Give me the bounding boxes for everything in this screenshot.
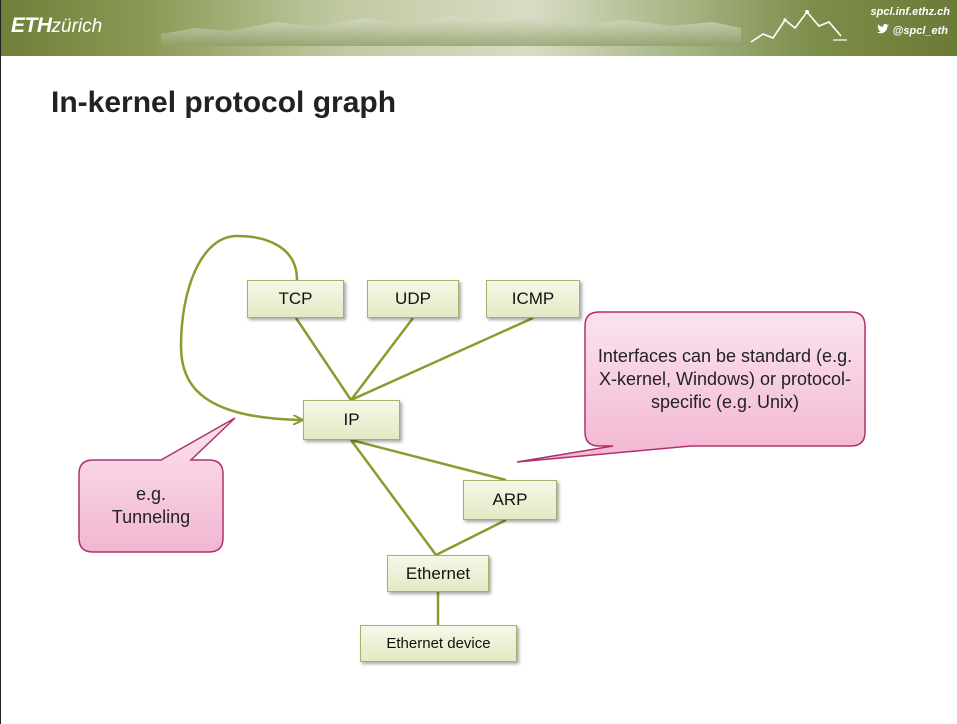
interfaces-callout-text: Interfaces can be standard (e.g. X-kerne… bbox=[597, 345, 853, 412]
tunneling-callout bbox=[78, 417, 236, 553]
twitter-handle: @spcl_eth bbox=[892, 25, 948, 37]
header-banner: ETHzürich spcl.inf.ethz.ch @spcl_eth bbox=[1, 0, 957, 56]
site-url[interactable]: spcl.inf.ethz.ch bbox=[870, 6, 950, 18]
logo-bold: ETH bbox=[11, 14, 52, 37]
tunneling-callout-text: e.g. Tunneling bbox=[111, 484, 191, 527]
node-tcp: TCP bbox=[247, 280, 344, 318]
twitter-bird-icon bbox=[876, 24, 889, 34]
node-arp: ARP bbox=[463, 480, 557, 520]
logo-rest: zürich bbox=[51, 16, 103, 37]
interfaces-callout bbox=[516, 311, 866, 463]
edge-udp-ip bbox=[350, 317, 414, 401]
node-ethernet-device: Ethernet device bbox=[360, 625, 517, 662]
graph-edges bbox=[179, 234, 534, 625]
node-ip: IP bbox=[303, 400, 400, 440]
twitter-handle-row[interactable]: @spcl_eth bbox=[876, 24, 948, 37]
eth-zurich-logo: ETHzürich bbox=[11, 14, 102, 38]
node-ethernet: Ethernet bbox=[387, 555, 489, 592]
spcl-logo-icon bbox=[750, 10, 847, 43]
edge-ip-arp bbox=[350, 438, 507, 482]
node-icmp: ICMP bbox=[486, 280, 580, 318]
page-title: In-kernel protocol graph bbox=[51, 86, 397, 119]
edge-tcp-ip bbox=[294, 317, 353, 401]
edge-icmp-ip bbox=[350, 316, 534, 402]
edge-ip-ethernet bbox=[349, 439, 438, 556]
edge-arp-ethernet bbox=[435, 518, 507, 557]
edge-tunneling-loop bbox=[179, 234, 301, 420]
node-udp: UDP bbox=[367, 280, 459, 318]
